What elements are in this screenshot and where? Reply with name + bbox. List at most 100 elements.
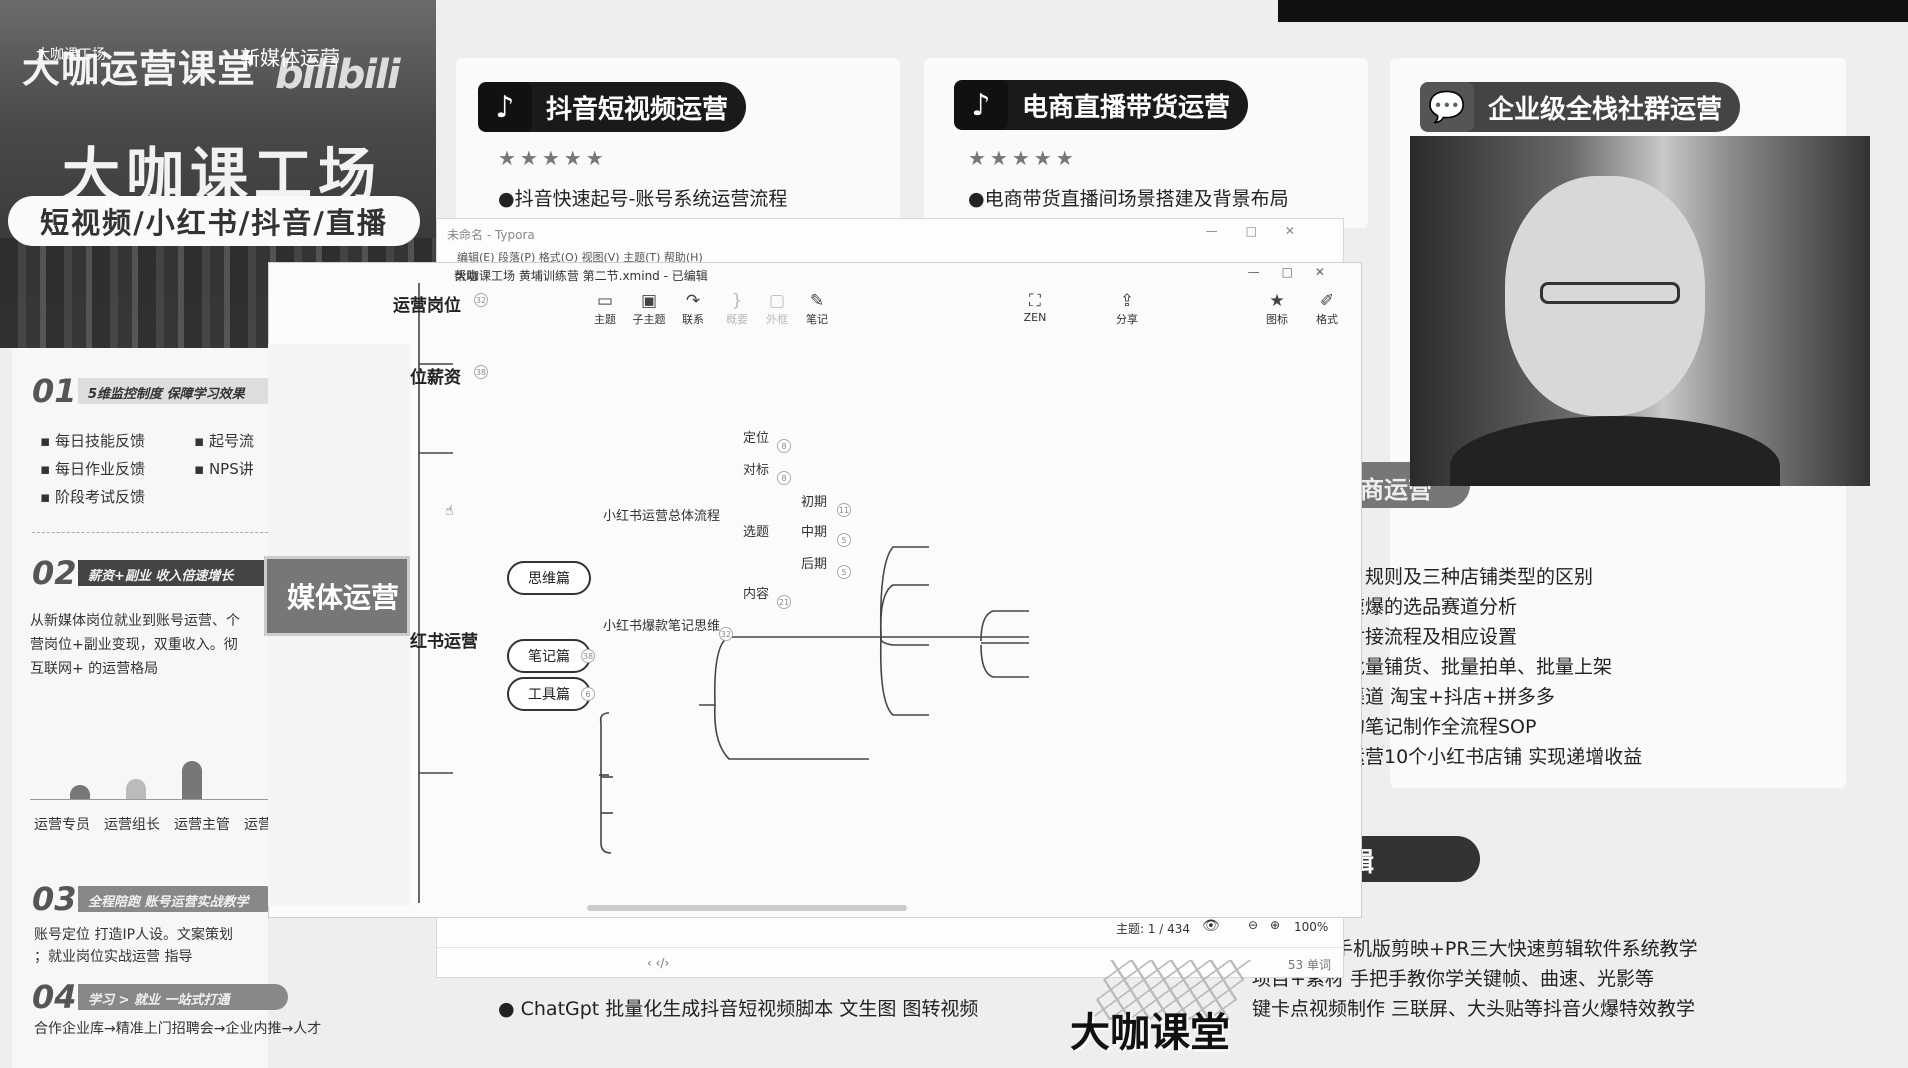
node-mid[interactable]: 中期	[801, 525, 828, 540]
section-2-title: 薪资+副业 收入倍速增长	[78, 560, 278, 586]
chart-label-1: 运营专员	[34, 817, 90, 833]
right-line-6: 的笔记制作全流程SOP	[1346, 716, 1537, 738]
node-ops-position-count[interactable]: 32	[474, 293, 488, 307]
tool-icon[interactable]: ★图标	[1255, 291, 1299, 327]
zoom-out-icon[interactable]: ⊖	[1248, 918, 1259, 932]
webcam-feed	[1410, 136, 1870, 486]
node-positioning[interactable]: 定位	[743, 431, 770, 446]
left-info-column: 01 5维监控制度 保障学习效果 ▪ 每日技能反馈 ▪ 每日作业反馈 ▪ 阶段考…	[12, 348, 321, 1068]
xmind-window[interactable]: 大咖课工场 黄埔训练营 第二节.xmind - 已编辑 帮助 —□✕ ▭主题 ▣…	[268, 262, 1362, 918]
douyin-title: 抖音短视频运营	[546, 94, 729, 125]
s1-item-4: ▪ 起号流	[194, 432, 254, 450]
subtopic-icon: ▣	[640, 291, 658, 311]
typora-title: 未命名 - Typora	[447, 228, 535, 242]
tool-boundary[interactable]: ▢外框	[755, 291, 799, 327]
zoom-level[interactable]: 100%	[1294, 920, 1329, 934]
bar-leader	[126, 779, 146, 799]
chatgpt-line: ● ChatGpt 批量化生成抖音短视频脚本 文生图 图转视频	[498, 998, 979, 1020]
tool-subtopic[interactable]: ▣子主题	[627, 291, 671, 327]
node-content-count[interactable]: 21	[777, 595, 791, 609]
webcam-shoulders	[1450, 416, 1780, 486]
douyin-card: ♪ 抖音短视频运营 ★★★★★ ●抖音快速起号-账号系统运营流程	[456, 58, 900, 228]
share-icon: ⇪	[1119, 291, 1135, 311]
s1-item-5-text: NPS讲	[208, 460, 254, 478]
s1-item-3: ▪ 阶段考试反馈	[40, 488, 145, 506]
node-positioning-count[interactable]: 8	[777, 439, 791, 453]
node-topic[interactable]: 选题	[743, 525, 770, 540]
node-early[interactable]: 初期	[801, 495, 828, 510]
node-mid-count[interactable]: 5	[837, 533, 851, 547]
brand-pill: 短视频/小红书/抖音/直播	[8, 196, 420, 246]
section-4-num: 04	[32, 978, 77, 1016]
s2-text-3: 互联网+ 的运营格局	[30, 661, 159, 677]
tool-format-label: 格式	[1316, 313, 1338, 326]
brand-subtitle: 新媒体运营	[240, 46, 340, 70]
typora-menu[interactable]: 编辑(E) 段落(P) 格式(O) 视图(V) 主题(T) 帮助(H)	[457, 251, 703, 264]
xmind-window-controls[interactable]: —□✕	[1247, 265, 1347, 279]
chart-label-3: 运营主管	[174, 817, 230, 833]
topic-counter: 主题: 1 / 434	[1116, 922, 1191, 936]
node-content[interactable]: 内容	[743, 587, 770, 602]
window-controls[interactable]: —□✕	[1205, 224, 1323, 238]
right-line-4: 批量铺货、批量拍单、批量上架	[1346, 656, 1613, 678]
tool-summary[interactable]: }概要	[715, 291, 759, 327]
s2-text-1: 从新媒体岗位就业到账号运营、个	[30, 613, 240, 629]
node-ops-position[interactable]: 运营岗位	[393, 296, 461, 316]
node-late[interactable]: 后期	[801, 557, 828, 572]
section-2-num: 02	[32, 554, 77, 592]
wechat-tag: 💬 企业级全栈社群运营	[1420, 82, 1741, 132]
tool-share-label: 分享	[1116, 313, 1138, 326]
s1-item-3-text: 阶段考试反馈	[54, 488, 145, 506]
node-tools[interactable]: 工具篇	[507, 677, 591, 711]
salary-chart	[30, 748, 268, 800]
tiktok-icon: ♪	[954, 80, 1008, 130]
s1-item-1-text: 每日技能反馈	[54, 432, 145, 450]
nav-arrows[interactable]: ‹ ‹/›	[647, 956, 670, 970]
node-xiaohongshu[interactable]: 小红书运营	[393, 632, 478, 652]
eye-icon[interactable]: 👁	[1202, 918, 1220, 934]
top-dark-strip	[1278, 0, 1908, 22]
s3-text-1: 账号定位 打造IP人设。文案策划	[34, 927, 234, 943]
node-explosive-count[interactable]: 32	[719, 627, 733, 641]
section-3-title: 全程陪跑 账号运营实战教学	[78, 886, 278, 912]
s1-item-2: ▪ 每日作业反馈	[40, 460, 145, 478]
node-late-count[interactable]: 5	[837, 565, 851, 579]
node-salary-count[interactable]: 38	[474, 365, 488, 379]
node-flow[interactable]: 小红书运营总体流程	[603, 509, 721, 524]
brand-logo-small: 大咖课工场	[36, 47, 106, 63]
relation-icon: ↷	[685, 291, 701, 311]
node-benchmark[interactable]: 对标	[743, 463, 770, 478]
zoom-in-icon[interactable]: ⊕	[1270, 918, 1281, 932]
tool-note-label: 笔记	[806, 313, 828, 326]
tool-zen[interactable]: ⛶ZEN	[1013, 291, 1057, 324]
node-tools-count[interactable]: 6	[581, 687, 595, 701]
tool-relation[interactable]: ↷联系	[671, 291, 715, 327]
section-3-num: 03	[32, 880, 77, 918]
tiktok-icon: ♪	[478, 82, 532, 132]
tool-note[interactable]: ✎笔记	[795, 291, 839, 327]
tool-share[interactable]: ⇪ 分享	[1105, 291, 1149, 327]
node-notes[interactable]: 笔记篇	[507, 639, 591, 673]
tool-topic[interactable]: ▭主题	[583, 291, 627, 327]
s1-item-1: ▪ 每日技能反馈	[40, 432, 145, 450]
right-line-3: 对接流程及相应设置	[1346, 626, 1518, 648]
node-thinking[interactable]: 思维篇	[507, 561, 591, 595]
node-early-count[interactable]: 11	[837, 503, 851, 517]
node-salary[interactable]: 岗位薪资	[393, 368, 461, 388]
menu-help[interactable]: 帮助	[454, 269, 479, 283]
node-notes-count[interactable]: 38	[581, 649, 595, 663]
tool-icon-label: 图标	[1266, 313, 1288, 326]
tool-format[interactable]: ✐格式	[1305, 291, 1349, 327]
node-benchmark-count[interactable]: 8	[777, 471, 791, 485]
chart-label-4: 运营	[244, 817, 272, 833]
tool-summary-label: 概要	[726, 313, 748, 326]
typora-titlebar[interactable]: 未命名 - Typora —□✕	[437, 219, 1343, 247]
bar-specialist	[70, 785, 90, 799]
brand-poster: 大咖运营课堂 大咖课工场 bilibili 新媒体运营 大咖课工场 短视频/小红…	[0, 0, 436, 348]
s4-text: 合作企业库→精准上门招聘会→企业内推→人才	[34, 1021, 322, 1037]
webcam-face	[1505, 176, 1705, 416]
horizontal-scrollbar[interactable]	[587, 905, 907, 911]
section-1-title: 5维监控制度 保障学习效果	[78, 378, 278, 404]
node-explosive[interactable]: 小红书爆款笔记思维	[603, 619, 721, 634]
node-media-ops[interactable]: 媒体运营	[264, 556, 410, 636]
